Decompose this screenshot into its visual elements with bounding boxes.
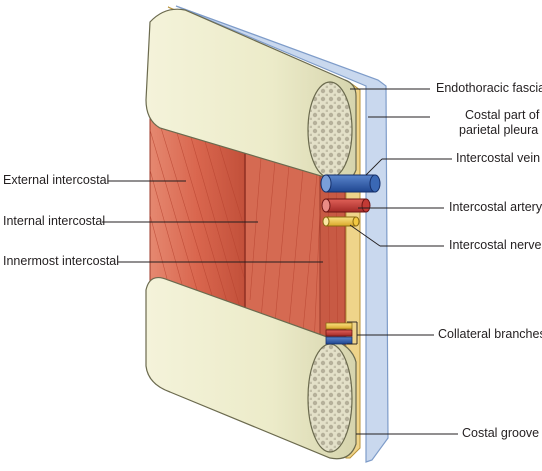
label-internal-intercostal: Internal intercostal <box>3 214 106 228</box>
lower-rib <box>145 277 357 460</box>
upper-rib-cross-section <box>307 81 353 179</box>
intercostal-vein <box>325 174 376 193</box>
label-parietal-pleura: parietal pleura <box>459 123 539 137</box>
label-costal-groove: Costal groove <box>462 426 540 440</box>
neurovascular-bundle <box>320 174 381 227</box>
label-endothoracic-fascia: Endothoracic fascia <box>436 81 542 95</box>
intercostal-artery <box>325 198 367 213</box>
lower-rib-cross-section <box>307 343 353 453</box>
label-intercostal-nerve: Intercostal nerve <box>449 238 542 252</box>
label-intercostal-vein: Intercostal vein <box>456 151 541 165</box>
parietal-pleura <box>175 5 389 463</box>
collateral-branches <box>325 322 353 345</box>
upper-rib <box>145 8 357 184</box>
label-innermost-intercostal: Innermost intercostal <box>3 254 120 268</box>
label-external-intercostal: External intercostal <box>3 173 110 187</box>
muscle-fibres <box>149 115 339 352</box>
leader-lines <box>102 88 458 435</box>
intercostal-nerve <box>325 216 357 227</box>
label-collateral-branches: Collateral branches <box>438 327 542 341</box>
label-costal-part-of: Costal part of <box>465 108 540 122</box>
label-intercostal-artery: Intercostal artery <box>449 200 542 214</box>
